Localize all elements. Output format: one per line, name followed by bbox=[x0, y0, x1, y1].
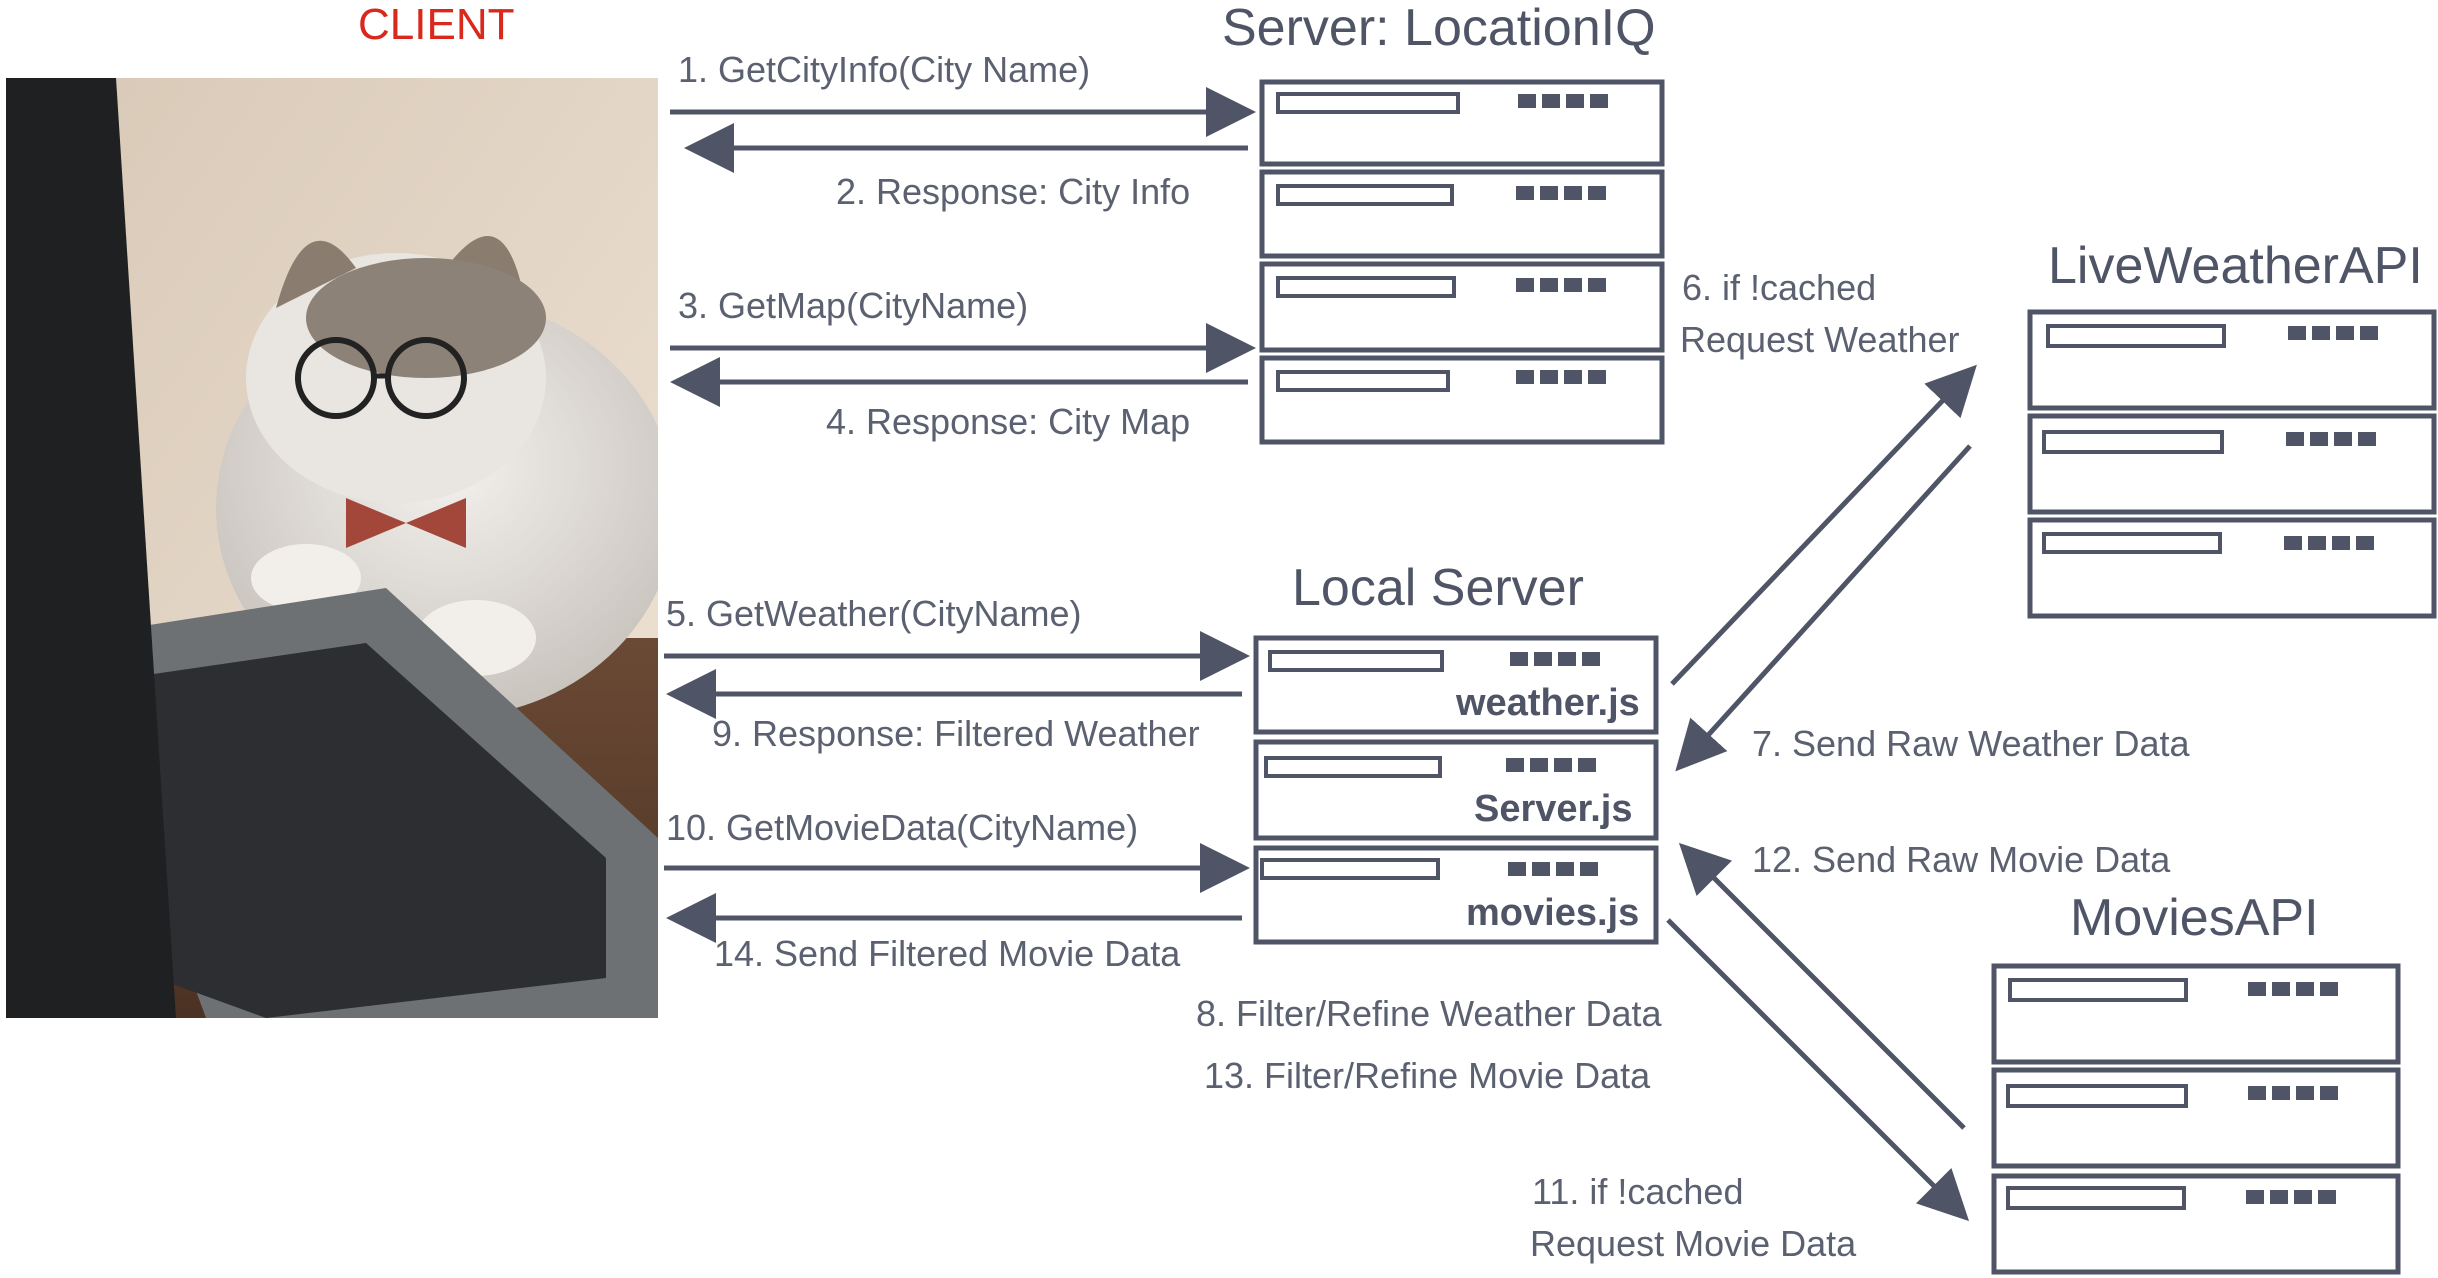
step-14-label: 14. Send Filtered Movie Data bbox=[714, 933, 1181, 974]
local-server-title: Local Server bbox=[1292, 559, 1584, 617]
arrow-step-6 bbox=[1670, 364, 1977, 686]
client-title: CLIENT bbox=[358, 0, 515, 49]
step-6-label-line1: 6. if !cached bbox=[1682, 267, 1877, 308]
step-11-label-line1: 11. if !cached bbox=[1532, 1171, 1744, 1212]
arrow-step-7 bbox=[1675, 444, 1972, 772]
step-4-label: 4. Response: City Map bbox=[826, 401, 1191, 442]
step-8-label: 8. Filter/Refine Weather Data bbox=[1196, 993, 1662, 1034]
moviesapi-server-stack bbox=[1991, 963, 2401, 1275]
module-weather-js: weather.js bbox=[1456, 682, 1640, 724]
step-11-label-line2: Request Movie Data bbox=[1530, 1223, 1857, 1264]
step-5-label: 5. GetWeather(CityName) bbox=[666, 593, 1082, 634]
server-slot-details bbox=[1260, 92, 2226, 1210]
locationiq-title: Server: LocationIQ bbox=[1222, 0, 1656, 57]
module-movies-js: movies.js bbox=[1466, 892, 1640, 934]
liveweather-title: LiveWeatherAPI bbox=[2048, 237, 2423, 295]
client-photo bbox=[6, 78, 658, 1018]
moviesapi-title: MoviesAPI bbox=[2070, 889, 2319, 947]
liveweather-server-stack bbox=[2027, 309, 2437, 619]
step-7-label: 7. Send Raw Weather Data bbox=[1752, 723, 2190, 764]
step-2-label: 2. Response: City Info bbox=[836, 171, 1191, 212]
step-3-label: 3. GetMap(CityName) bbox=[678, 285, 1029, 326]
step-9-label: 9. Response: Filtered Weather bbox=[712, 713, 1200, 754]
local-server-stack bbox=[1253, 635, 1659, 945]
step-1-label: 1. GetCityInfo(City Name) bbox=[678, 49, 1091, 90]
module-server-js: Server.js bbox=[1474, 788, 1633, 830]
cat-laptop-illustration bbox=[6, 78, 658, 1018]
step-12-label: 12. Send Raw Movie Data bbox=[1752, 839, 2171, 880]
step-6-label-line2: Request Weather bbox=[1680, 319, 1960, 360]
step-10-label: 10. GetMovieData(CityName) bbox=[666, 807, 1139, 848]
arrow-step-11 bbox=[1666, 918, 1970, 1222]
server-indicator-lights bbox=[1506, 94, 2378, 1204]
locationiq-server-stack bbox=[1259, 79, 1665, 445]
arrow-step-12 bbox=[1678, 842, 1966, 1130]
step-13-label: 13. Filter/Refine Movie Data bbox=[1204, 1055, 1651, 1096]
flow-arrows bbox=[664, 87, 1977, 1222]
